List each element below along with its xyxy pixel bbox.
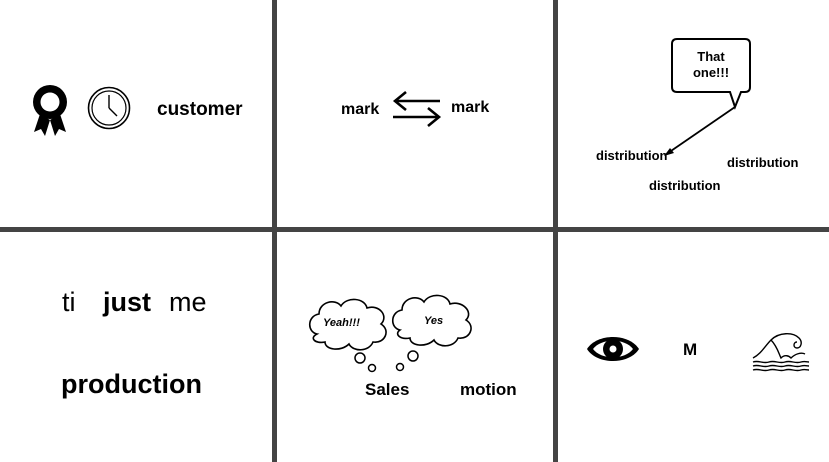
word-just: just xyxy=(103,287,152,317)
clock-icon xyxy=(87,86,131,130)
word-production: production xyxy=(61,369,202,399)
customer-label: customer xyxy=(157,99,243,120)
distribution-label-2: distribution xyxy=(727,155,799,170)
mark-label-left: mark xyxy=(341,101,380,118)
speech-callout xyxy=(664,38,751,156)
wave-icon xyxy=(752,333,810,372)
word-sales: Sales xyxy=(365,380,410,399)
mark-label-right: mark xyxy=(451,99,490,116)
thought-text-yeah: Yeah!!! xyxy=(323,317,360,329)
callout-text: That one!!! xyxy=(692,49,730,80)
distribution-label-1: distribution xyxy=(596,148,668,163)
distribution-label-3: distribution xyxy=(649,178,721,193)
eye-icon xyxy=(587,337,639,361)
word-ti: ti xyxy=(62,287,76,317)
grid-divider-horizontal xyxy=(0,227,829,232)
swap-arrows-icon xyxy=(392,90,442,128)
thought-bubble-left xyxy=(308,298,387,373)
letter-m: M xyxy=(683,340,698,359)
award-ribbon-icon xyxy=(33,85,67,136)
thought-text-yes: Yes xyxy=(424,315,444,327)
word-motion: motion xyxy=(460,380,517,399)
word-me: me xyxy=(169,287,207,317)
thought-bubble-right xyxy=(391,294,472,372)
